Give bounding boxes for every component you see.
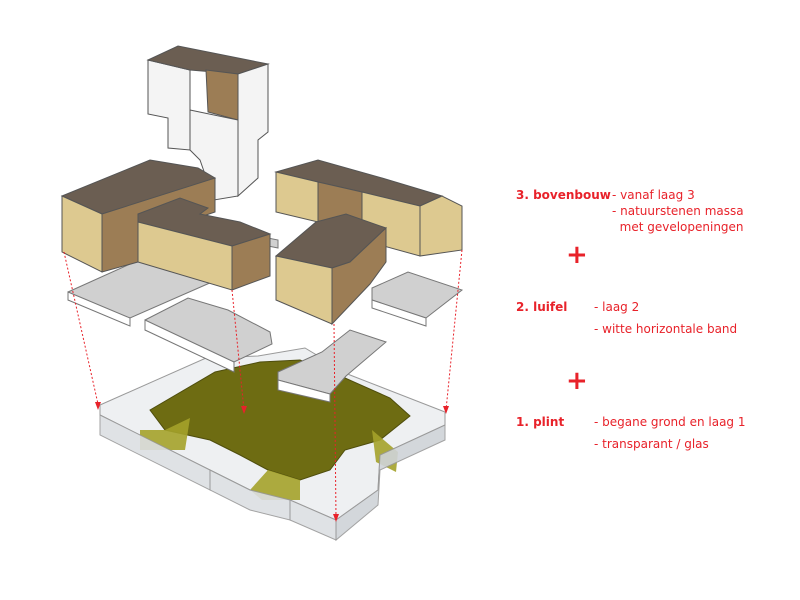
canopy-right-front: [371, 299, 427, 327]
projection-line-right: [445, 249, 463, 411]
plinth-olive-wedge-2: [250, 470, 300, 500]
legend-plus-separator: +: [566, 366, 588, 396]
arrowhead-left: [95, 402, 101, 410]
projection-lines: [63, 249, 463, 519]
canopy-layer: [67, 235, 464, 403]
projection-line-center: [231, 289, 245, 411]
legend-note: - witte horizontale band: [594, 322, 738, 336]
legend-note: met gevelopeningen: [612, 220, 744, 234]
canopy-left-front: [67, 291, 131, 327]
legend-title-luifel: 2. luifel: [516, 300, 568, 314]
canopy-right-center-front: [277, 379, 331, 403]
canopy-center-front: [144, 319, 235, 373]
legend-note: - natuurstenen massa: [612, 204, 744, 218]
mass-front-right-side: [331, 226, 387, 326]
superstructure-layer: [60, 45, 463, 326]
mass-right-end-side: [419, 195, 463, 257]
legend-note: - begane grond en laag 1: [594, 415, 746, 429]
canopy-right-top: [371, 271, 464, 319]
legend-plus-separator: +: [566, 240, 588, 270]
plinth-olive-floor: [149, 359, 411, 481]
legend-note: - transparant / glas: [594, 437, 709, 451]
projection-arrowheads: [95, 402, 449, 522]
plinth-layer: [99, 347, 446, 542]
arrowhead-center: [241, 406, 247, 414]
mass-center-side: [231, 233, 271, 291]
legend-title-plint: 1. plint: [516, 415, 565, 429]
legend-title-bovenbouw: 3. bovenbouw: [516, 188, 611, 202]
arrowhead-right: [443, 406, 449, 414]
plinth-glass-side-right: [335, 424, 446, 542]
legend-note: - vanaf laag 3: [612, 188, 695, 202]
legend-note: - laag 2: [594, 300, 640, 314]
projection-line-left: [63, 251, 99, 405]
arrowhead-front: [333, 514, 339, 522]
projection-line-front: [333, 323, 337, 519]
